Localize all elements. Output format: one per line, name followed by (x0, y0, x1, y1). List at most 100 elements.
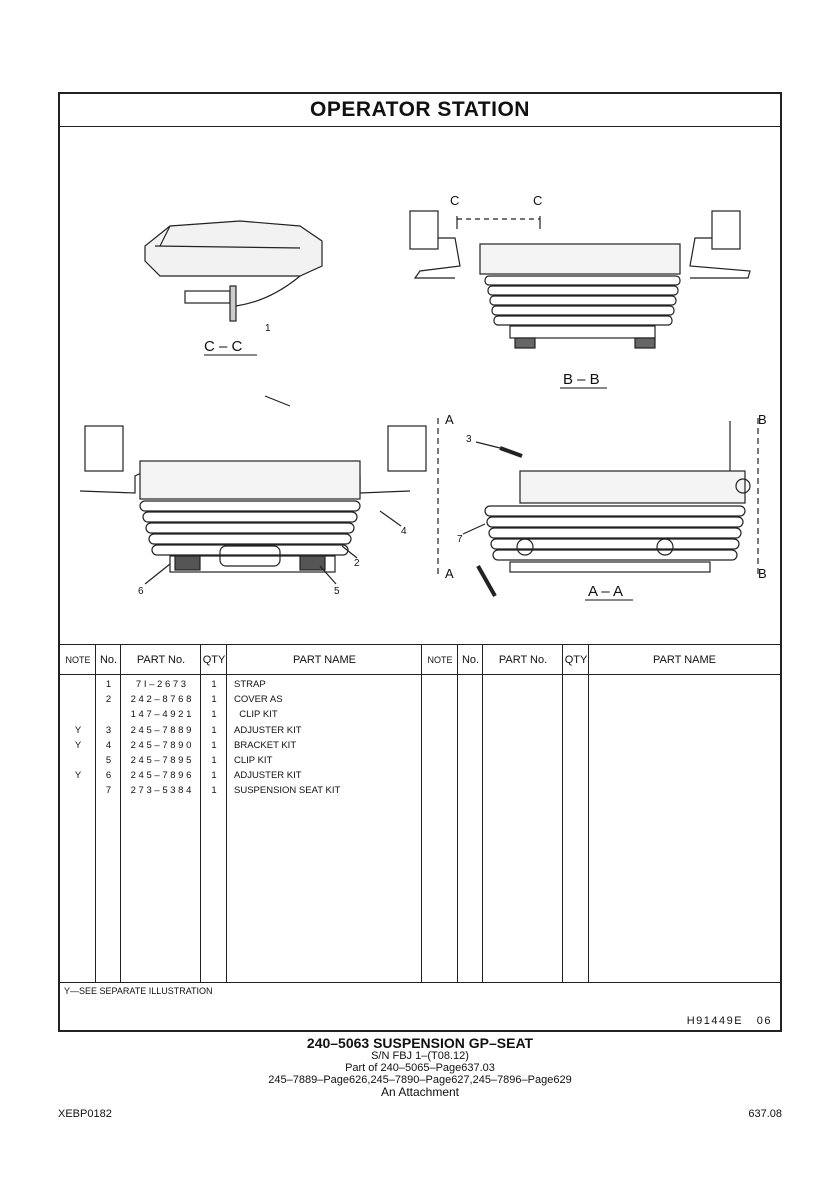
row-part-no: 2 4 5 – 7 8 8 9 (130, 724, 192, 736)
row-part-no: 7 I – 2 6 7 3 (135, 679, 187, 690)
caption-title: 240–5063 SUSPENSION GP–SEAT (306, 1035, 534, 1051)
row-part-name: ADJUSTER KIT (234, 724, 302, 736)
header-qty: QTY (202, 654, 226, 666)
caption-attachment: An Attachment (380, 1085, 460, 1099)
row-part-no: 2 4 5 – 7 8 9 6 (130, 770, 192, 782)
callout-1: 1 (265, 323, 271, 334)
table-row: Y 3 2 4 5 – 7 8 8 9 1 ADJUSTER KIT (60, 723, 421, 738)
view-cc-label: C – C (204, 338, 243, 355)
header-note: NOTE (427, 655, 453, 665)
header-qty: QTY (564, 654, 588, 666)
row-qty: 1 (211, 694, 217, 706)
section-mark-c1: C (450, 193, 459, 208)
row-no: 5 (105, 754, 112, 766)
table-row: Y 4 2 4 5 – 7 8 9 0 1 BRACKET KIT (60, 738, 421, 753)
seat-illustration: C – C B – B A – A C C A A B B 1 2 3 4 5 … (60, 126, 780, 644)
section-mark-b2: B (758, 566, 767, 581)
row-qty: 1 (211, 724, 217, 736)
header-part-name: PART NAME (653, 654, 716, 666)
table-row: 2 2 4 2 – 8 7 6 8 1 COVER AS (60, 692, 421, 707)
bb-bellows (484, 275, 681, 326)
page-number: 637.08 (748, 1108, 782, 1120)
row-part-name: STRAP (234, 679, 266, 690)
section-mark-c2: C (533, 193, 542, 208)
row-part-no: 2 7 3 – 5 3 8 4 (130, 785, 192, 797)
table-row: 5 2 4 5 – 7 8 9 5 1 CLIP KIT (60, 753, 421, 768)
caption-refs: 245–7889–Page626,245–7890–Page627,245–78… (268, 1074, 572, 1086)
drawing-number: H91449E 06 (686, 1015, 772, 1027)
table-rows: 1 7 I – 2 6 7 3 1 STRAP 2 2 4 2 – 8 7 6 … (60, 677, 421, 799)
header-part-no: PART No. (498, 654, 548, 666)
row-part-no: 1 4 7 – 4 9 2 1 (130, 709, 192, 721)
table-header (60, 645, 421, 675)
doc-code: XEBP0182 (58, 1108, 112, 1120)
callout-2: 2 (354, 558, 360, 569)
row-note: Y (74, 770, 82, 782)
table-row: 1 4 7 – 4 9 2 1 1 CLIP KIT (60, 707, 421, 722)
row-part-no: 2 4 5 – 7 8 9 0 (130, 739, 192, 751)
row-part-name: SUSPENSION SEAT KIT (234, 785, 341, 797)
left-bellows (139, 500, 361, 556)
parts-table: NOTE No. PART No. QTY PART NAME 1 7 I – … (60, 644, 780, 983)
header-no: No. (461, 654, 480, 666)
view-aa-drawing (476, 418, 759, 597)
row-note: Y (74, 724, 82, 736)
qty-column (563, 645, 589, 983)
row-part-no: 2 4 2 – 8 7 6 8 (130, 694, 192, 706)
view-bb-label: B – B (563, 371, 600, 388)
row-qty: 1 (211, 709, 217, 721)
part-no-column (483, 645, 563, 983)
caption-serial: S/N FBJ 1–(T08.12) (371, 1050, 469, 1062)
callout-3: 3 (466, 434, 472, 445)
table-row: Y 6 2 4 5 – 7 8 9 6 1 ADJUSTER KIT (60, 768, 421, 783)
header-part-name: PART NAME (293, 654, 356, 666)
view-left-drawing (79, 418, 439, 574)
row-note: Y (74, 739, 82, 751)
row-part-name: BRACKET KIT (234, 739, 297, 751)
row-no: 3 (105, 724, 112, 736)
row-part-no: 2 4 5 – 7 8 9 5 (130, 754, 192, 766)
row-qty: 1 (211, 770, 217, 782)
no-column (96, 645, 121, 983)
row-part-name: CLIP KIT (234, 754, 273, 766)
section-mark-a1: A (445, 412, 454, 427)
footnote: Y—SEE SEPARATE ILLUSTRATION (64, 986, 213, 996)
row-no: 2 (105, 694, 112, 706)
row-part-name: CLIP KIT (234, 709, 278, 721)
row-part-name: COVER AS (234, 694, 283, 706)
qty-column (201, 645, 227, 983)
view-cc-drawing (144, 220, 323, 322)
seat-drawing: C – C B – B A – A C C A A B B 1 2 3 4 5 … (79, 193, 767, 601)
row-no: 6 (105, 770, 112, 782)
parts-table-right: NOTE No. PART No. QTY PART NAME (422, 645, 780, 983)
table-header (422, 645, 780, 675)
callout-7: 7 (457, 534, 463, 545)
row-qty: 1 (211, 785, 217, 797)
parts-table-left: NOTE No. PART No. QTY PART NAME 1 7 I – … (60, 645, 422, 983)
section-mark-a2: A (445, 566, 454, 581)
row-no: 4 (105, 739, 112, 751)
page-frame: OPERATOR STATION (58, 92, 782, 1032)
callout-5: 5 (334, 586, 340, 597)
row-part-name: ADJUSTER KIT (234, 770, 302, 782)
header-note: NOTE (65, 655, 91, 665)
table-row: 1 7 I – 2 6 7 3 1 STRAP (60, 677, 421, 692)
note-column (60, 645, 96, 983)
table-row: 7 2 7 3 – 5 3 8 4 1 SUSPENSION SEAT KIT (60, 783, 421, 798)
footnote-divider (60, 982, 780, 983)
view-bb-drawing (409, 210, 751, 349)
section-mark-b1: B (758, 412, 767, 427)
page-title: OPERATOR STATION (60, 94, 780, 127)
row-qty: 1 (211, 679, 217, 690)
no-column (458, 645, 483, 983)
row-no: 1 (105, 679, 112, 690)
row-no: 7 (105, 785, 112, 797)
note-column (422, 645, 458, 983)
caption-part-of: Part of 240–5065–Page637.03 (345, 1062, 495, 1074)
callout-6: 6 (138, 586, 144, 597)
row-qty: 1 (211, 739, 217, 751)
aa-bellows (484, 505, 746, 561)
row-qty: 1 (211, 754, 217, 766)
callout-4: 4 (401, 526, 407, 537)
view-aa-label: A – A (588, 583, 623, 600)
